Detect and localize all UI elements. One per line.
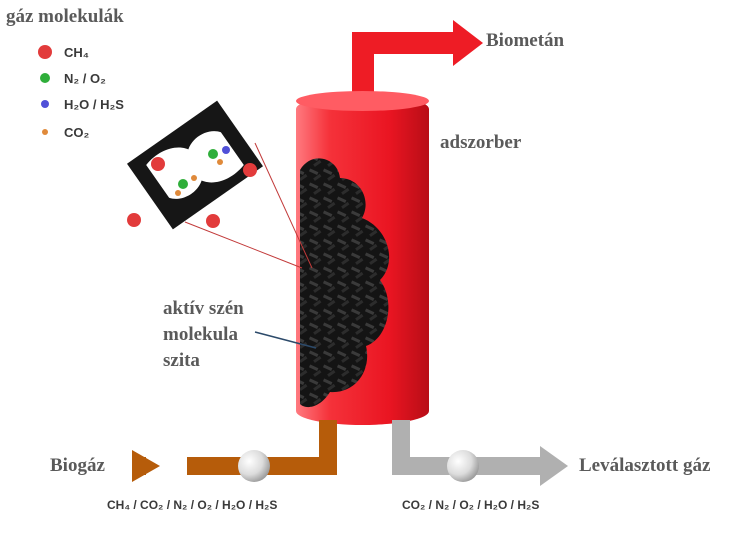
pore-molecules (175, 146, 230, 196)
adszorber-label: adszorber (440, 132, 522, 153)
h2o-h2s-dot-icon (41, 100, 49, 108)
waste-valve (447, 450, 479, 482)
feed-valve (238, 450, 270, 482)
waste-pipe (392, 420, 568, 486)
levalasztott-gaz-label: Leválasztott gáz (579, 455, 711, 476)
legend-item-h2o-h2s: H₂O / H₂S (38, 94, 124, 114)
free-ch4-molecules (127, 157, 257, 228)
legend-title: gáz molekulák (6, 6, 124, 27)
legend-label: H₂O / H₂S (64, 96, 124, 112)
n2-o2-dot-icon (40, 73, 50, 83)
output-composition: CO₂ / N₂ / O₂ / H₂O / H₂S (402, 498, 540, 512)
activated-carbon-label-line1: aktív szén (163, 298, 244, 319)
pore-magnifier (127, 100, 263, 230)
ch4-dot-icon (38, 45, 52, 59)
biometan-label: Biometán (486, 30, 565, 51)
zoom-lines (184, 142, 313, 269)
carbon-pointer-line (254, 331, 317, 349)
activated-carbon (300, 158, 390, 408)
feed-pipe (132, 420, 337, 482)
legend-item-co2: CO₂ (38, 122, 89, 142)
biogaz-label: Biogáz (50, 455, 105, 476)
legend-item-n2-o2: N₂ / O₂ (38, 68, 106, 88)
legend-label: CO₂ (64, 124, 90, 140)
legend-label: N₂ / O₂ (64, 70, 106, 86)
input-composition: CH₄ / CO₂ / N₂ / O₂ / H₂O / H₂S (107, 498, 278, 512)
activated-carbon-label: aktív szén molekula szita (163, 296, 273, 374)
legend-label: CH₄ (64, 44, 89, 60)
legend-item-ch4: CH₄ (38, 42, 89, 62)
activated-carbon-label-line3: szita (163, 350, 200, 371)
co2-dot-icon (42, 129, 48, 135)
product-pipe (352, 20, 483, 104)
activated-carbon-label-line2: molekula (163, 324, 238, 345)
